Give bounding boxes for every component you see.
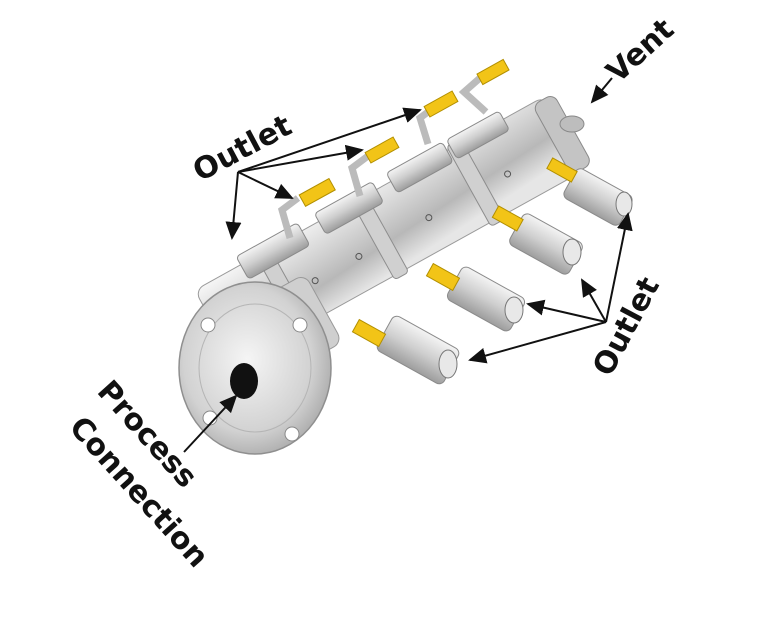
- side-outlet-valves: [351, 157, 633, 385]
- outlet-right-label: Outlet: [586, 272, 667, 382]
- top-valve-3: [387, 90, 459, 193]
- top-valve-2: [315, 136, 400, 234]
- side-valve-4: [546, 157, 633, 226]
- top-valve-4: [447, 58, 510, 159]
- process-bore: [230, 363, 258, 399]
- side-valve-3: [491, 205, 583, 275]
- top-outlet-valves: [237, 58, 510, 279]
- outlet-top-label: Outlet: [187, 108, 297, 189]
- process-flange: [178, 277, 340, 455]
- side-valve-1: [351, 315, 460, 385]
- top-valve-1: [237, 177, 336, 279]
- annotation-arrows: [183, 77, 633, 453]
- vent-label: Vent: [600, 12, 681, 90]
- side-valve-2: [425, 262, 526, 332]
